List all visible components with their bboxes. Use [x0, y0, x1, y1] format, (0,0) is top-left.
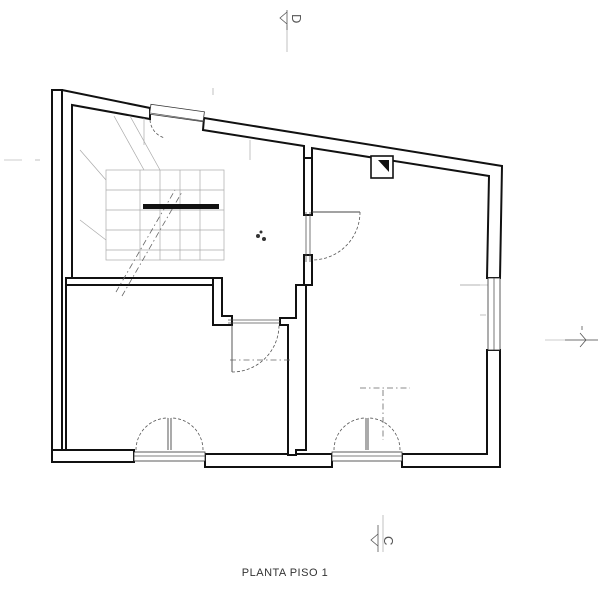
doors: [135, 119, 401, 451]
window-bottom-left: [133, 451, 206, 462]
staircase: [79, 115, 251, 297]
windows: [133, 103, 501, 462]
light-fixture: [256, 230, 266, 241]
window-bottom-right: [331, 451, 403, 462]
wall-partition-lower: [303, 254, 313, 286]
wall-stair-bottom: [65, 277, 223, 286]
wall-room-divider: [279, 284, 307, 456]
window-top: [149, 103, 205, 123]
axis-dashed-lines: [230, 284, 486, 440]
stair-handrail: [143, 204, 219, 209]
section-marker-c: C: [370, 525, 396, 552]
wall-top-left: [51, 89, 63, 463]
section-marker-right: [565, 326, 598, 348]
section-marker-d: D: [279, 10, 304, 30]
wall-stair-right: [212, 277, 233, 326]
wall-bottom: [51, 449, 135, 463]
drawing-title: PLANTA PISO 1: [242, 567, 328, 579]
section-label-c: C: [381, 536, 396, 545]
section-label-d: D: [289, 14, 304, 23]
exterior-wall: [51, 89, 504, 468]
wall-partition: [303, 157, 313, 216]
chimney-flue: [370, 155, 394, 179]
